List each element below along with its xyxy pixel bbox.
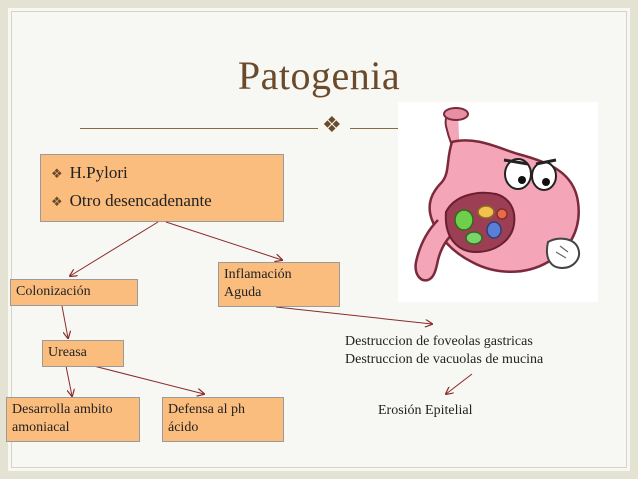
node-ureasa: Ureasa: [42, 340, 124, 367]
bullet-item: ❖H.Pylori: [51, 163, 128, 182]
bullet-glyph-icon: ❖: [51, 195, 63, 210]
node-desarrolla-ambito: Desarrolla ambito amoniacal: [6, 397, 140, 442]
arrow-to-desarrolla: [65, 365, 72, 396]
node-destruccion: Destruccion de foveolas gastricas Destru…: [345, 334, 544, 367]
node-colonizacion: Colonización: [10, 279, 138, 306]
bullet-box: ❖H.Pylori ❖Otro desencadenante: [40, 154, 284, 222]
arrow-to-destruccion: [275, 306, 432, 324]
stomach-illustration: [398, 102, 598, 302]
bullet-glyph-icon: ❖: [51, 167, 63, 182]
arrow-to-erosion: [446, 373, 473, 394]
node-erosion-epitelial: Erosión Epitelial: [378, 403, 473, 418]
node-inflamacion-aguda: Inflamación Aguda: [218, 262, 340, 307]
slide-title: Patogenia: [237, 53, 401, 98]
title-rule: [80, 128, 318, 129]
arrow-to-defensa: [77, 361, 204, 394]
arrow-to-ureasa: [61, 305, 68, 338]
title-ornament-icon: ❖: [322, 113, 342, 138]
arrow-to-inflamacion: [165, 221, 282, 260]
bullet-item: ❖Otro desencadenante: [51, 191, 212, 210]
arrow-to-colonizacion: [70, 221, 159, 276]
title-rule: [350, 128, 405, 129]
node-defensa-ph: Defensa al ph ácido: [162, 397, 284, 442]
